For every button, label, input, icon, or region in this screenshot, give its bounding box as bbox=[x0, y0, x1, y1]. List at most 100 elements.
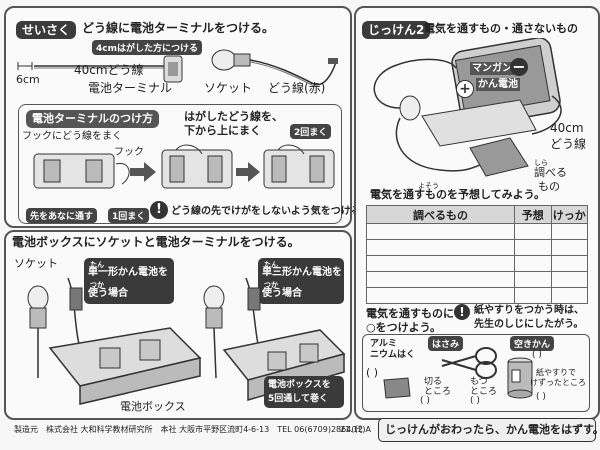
predict-ruby: よそう bbox=[418, 182, 439, 190]
d-cell-use-ruby: つか bbox=[90, 281, 104, 289]
d-cell-ruby: たん bbox=[90, 261, 104, 269]
can-label: 空きかん bbox=[510, 336, 555, 351]
row-3-item[interactable] bbox=[365, 255, 516, 272]
battery-box-label: 電池ボックス bbox=[120, 400, 186, 413]
c-cell-text: 単三形かん電池を bbox=[262, 267, 342, 278]
prediction-table: 調べるもの 予想 けっか bbox=[365, 205, 589, 304]
table-row bbox=[365, 239, 589, 256]
red-wire-label: どう線(赤) bbox=[268, 81, 326, 95]
manganese-label: マンガン bbox=[470, 62, 514, 75]
c-cell-box: たん 単三形かん電池を つか 使う場合 bbox=[258, 258, 344, 304]
caution-icon-glyph: ! bbox=[459, 305, 465, 319]
row-1-item[interactable] bbox=[365, 223, 516, 240]
two-turns-badge: 2回まく bbox=[290, 124, 332, 139]
prediction-table-header: 調べるもの 予想 けっか bbox=[365, 205, 589, 224]
wrap-five-times-line1: 電池ボックスを bbox=[268, 380, 331, 390]
battery-terminal-label: 電池ターミナル bbox=[88, 81, 173, 95]
remove-battery-reminder: じっけんがおわったら、かん電池をはずす。 bbox=[378, 418, 600, 442]
header-result: けっか bbox=[550, 205, 589, 224]
row-5-item[interactable] bbox=[365, 287, 516, 304]
foil-label-line2: ニウムはく bbox=[370, 350, 416, 360]
row-4-prediction[interactable] bbox=[514, 271, 552, 288]
strip-label: 4cmはがした方につける bbox=[92, 40, 202, 55]
battery-label: かん電池 bbox=[476, 78, 520, 91]
socket-label: ソケット bbox=[204, 81, 253, 95]
table-row bbox=[365, 271, 589, 288]
terminal-howto-title: 電池ターミナルのつけ方 bbox=[26, 110, 159, 128]
experiment-tag: じっけん2 bbox=[362, 21, 431, 39]
row-4-result[interactable] bbox=[550, 271, 589, 288]
row-3-result[interactable] bbox=[550, 255, 589, 272]
wire-label-right: どう線 bbox=[550, 137, 587, 151]
wrap-bottom-up-label: 下から上にまく bbox=[184, 124, 261, 137]
hold-part-line2: ところ bbox=[470, 387, 498, 397]
wrap-five-times-box: 電池ボックスを 5回通して巻く bbox=[264, 376, 344, 408]
sanded-line1: 紙やすりで bbox=[536, 368, 576, 377]
row-4-item[interactable] bbox=[365, 271, 516, 288]
row-3-prediction[interactable] bbox=[514, 255, 552, 272]
row-2-result[interactable] bbox=[550, 239, 589, 256]
aluminum-foil-icon bbox=[383, 377, 411, 399]
minus-terminal: − bbox=[510, 58, 528, 76]
header-item: 調べるもの bbox=[365, 205, 516, 224]
table-row bbox=[365, 255, 589, 272]
plus-terminal: + bbox=[456, 80, 474, 98]
d-cell-use-case: 使う場合 bbox=[88, 288, 128, 299]
battery-box-illustration bbox=[27, 277, 346, 405]
can-answer-blank-bottom[interactable]: ( ) bbox=[536, 392, 546, 402]
d-cell-box: たん 単一形かん電池を つか 使う場合 bbox=[84, 258, 174, 304]
scissors-label: はさみ bbox=[428, 336, 464, 351]
row-1-prediction[interactable] bbox=[514, 223, 552, 240]
caution-line2: 先生のしじにしたがう。 bbox=[474, 319, 584, 330]
one-turn-badge: 1回まく bbox=[108, 208, 150, 223]
row-1-result[interactable] bbox=[550, 223, 589, 240]
caution-line1: 紙やすりをつかう時は、 bbox=[474, 305, 584, 316]
empty-can-icon bbox=[507, 357, 533, 399]
things-label: もの bbox=[538, 180, 560, 193]
examine-label: 調べる bbox=[534, 166, 567, 179]
examine-ruby: しら bbox=[534, 159, 548, 167]
conduct-note-line2: ○をつけよう。 bbox=[366, 321, 441, 334]
c-cell-ruby: たん bbox=[264, 261, 278, 269]
scale-6cm: 6cm bbox=[16, 73, 40, 86]
caution-icon: ! bbox=[454, 304, 470, 320]
insert-tip-badge: 先をあなに通す bbox=[26, 208, 98, 223]
table-row bbox=[365, 223, 589, 240]
table-row bbox=[365, 287, 589, 304]
warning-icon: ! bbox=[150, 201, 168, 219]
maker-info: 製造元 株式会社 大和科学教材研究所 本社 大阪市平野区流町4-6-13 TEL… bbox=[14, 425, 366, 434]
hook-label: フック bbox=[114, 147, 144, 158]
predict-heading: 電気を通すものを予想してみよう。 bbox=[370, 188, 546, 201]
wire-40cm-label: 40cmどう線 bbox=[74, 63, 144, 77]
row-5-result[interactable] bbox=[550, 287, 589, 304]
experiment-heading: 電気を通すもの・通さないもの bbox=[424, 22, 578, 35]
row-5-prediction[interactable] bbox=[514, 287, 552, 304]
remove-battery-text: じっけんがおわったら、かん電池をはずす。 bbox=[385, 423, 600, 436]
can-answer-blank-top[interactable]: ( ) bbox=[532, 350, 542, 360]
cut-answer-blank[interactable]: ( ) bbox=[420, 396, 430, 406]
battery-socket-label: ソケット bbox=[14, 257, 58, 270]
hold-answer-blank[interactable]: ( ) bbox=[470, 396, 480, 406]
foil-answer-blank[interactable]: ( ) bbox=[366, 366, 379, 379]
terminal-steps-illustration bbox=[33, 144, 335, 189]
row-2-item[interactable] bbox=[365, 239, 516, 256]
row-2-prediction[interactable] bbox=[514, 239, 552, 256]
battery-box-heading: 電池ボックスにソケットと電池ターミナルをつける。 bbox=[12, 235, 300, 249]
foil-label-line1: アルミ bbox=[370, 339, 397, 349]
cut-part-line2: ところ bbox=[424, 387, 452, 397]
warning-icon-glyph: ! bbox=[156, 202, 162, 217]
d-cell-text: 単一形かん電池を bbox=[88, 267, 168, 278]
hook-step-label: フックにどう線をまく bbox=[22, 131, 122, 142]
sheet-code: 21.12.A bbox=[340, 425, 371, 434]
c-cell-use-ruby: つか bbox=[264, 281, 278, 289]
step-heading-wire-terminal: どう線に電池ターミナルをつける。 bbox=[82, 21, 275, 35]
c-cell-use-case: 使う場合 bbox=[262, 288, 302, 299]
peeled-wire-label: はがしたどう線を、 bbox=[184, 110, 283, 123]
scissors-icon bbox=[441, 347, 497, 379]
header-prediction: 予想 bbox=[514, 205, 552, 224]
hold-part-line1: もつ bbox=[470, 377, 488, 387]
conduct-note-line1: 電気を通すものに bbox=[366, 307, 454, 320]
wrap-five-times-line2: 5回通して巻く bbox=[268, 394, 328, 404]
section-tag-seisaku: せいさく bbox=[16, 21, 77, 39]
